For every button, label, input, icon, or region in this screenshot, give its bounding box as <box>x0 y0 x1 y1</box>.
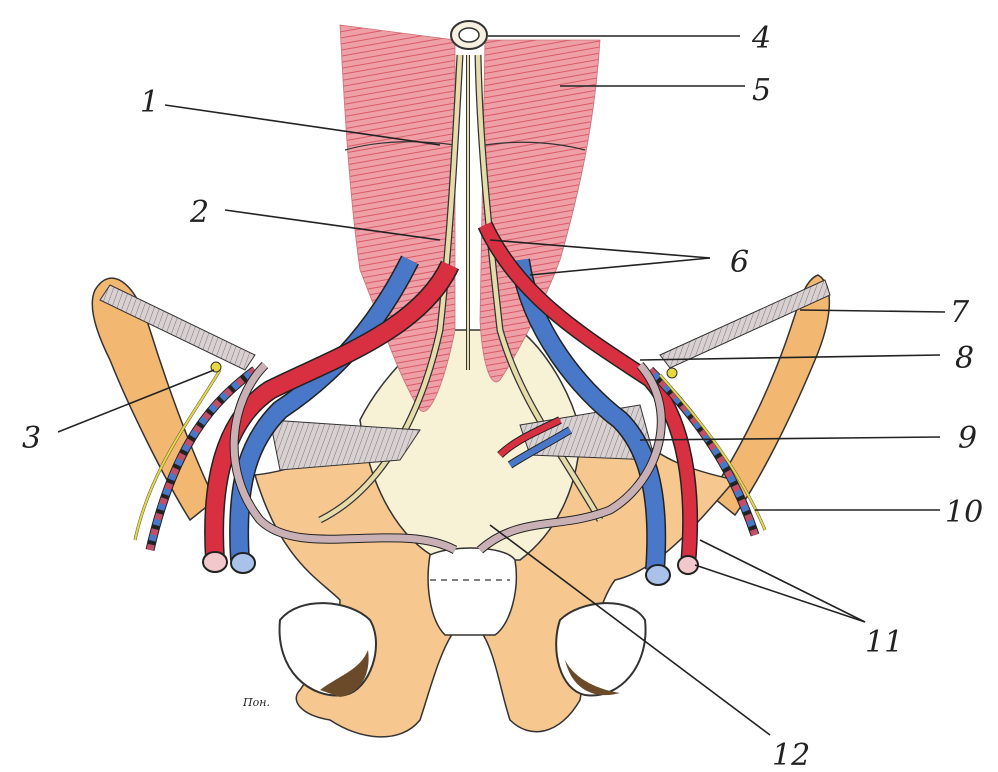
label-3: 3 <box>22 421 41 456</box>
label-8: 8 <box>955 341 974 376</box>
label-12: 12 <box>772 738 810 772</box>
coccyx <box>428 548 516 635</box>
leader-11a <box>700 540 865 622</box>
label-2: 2 <box>189 195 209 230</box>
label-6: 6 <box>730 245 749 280</box>
label-5: 5 <box>752 73 771 108</box>
label-10: 10 <box>945 495 983 530</box>
right-obturator-foramen <box>556 603 645 695</box>
label-9: 9 <box>958 421 977 456</box>
label-1: 1 <box>140 85 159 120</box>
leader-11b <box>695 565 865 622</box>
label-11: 11 <box>865 625 903 660</box>
aorta-ring <box>451 21 487 49</box>
label-4: 4 <box>751 21 771 56</box>
artist-signature: Пон. <box>242 696 270 709</box>
label-7: 7 <box>950 295 970 330</box>
